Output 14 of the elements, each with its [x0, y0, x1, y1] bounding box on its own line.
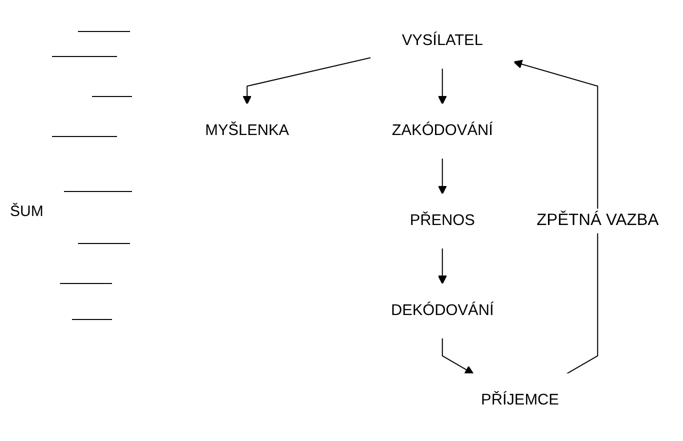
- node-text: DEKÓDOVÁNÍ: [390, 300, 494, 318]
- node-text: VYSÍLATEL: [402, 31, 483, 49]
- arrow: [438, 68, 447, 104]
- noise-label: ŠUM: [10, 202, 44, 220]
- arrow: [242, 56, 372, 104]
- arrow: [513, 59, 598, 374]
- arrow: [442, 337, 474, 374]
- node-text: MYŠLENKA: [205, 121, 290, 139]
- node-text: PŘENOS: [410, 210, 475, 228]
- arrow: [438, 247, 447, 284]
- arrow: [438, 158, 447, 194]
- node-text: ZAKÓDOVÁNÍ: [392, 121, 493, 139]
- edge-label: ZPĚTNÁ VAZBA: [536, 211, 659, 229]
- node-text: PŘÍJEMCE: [481, 390, 559, 408]
